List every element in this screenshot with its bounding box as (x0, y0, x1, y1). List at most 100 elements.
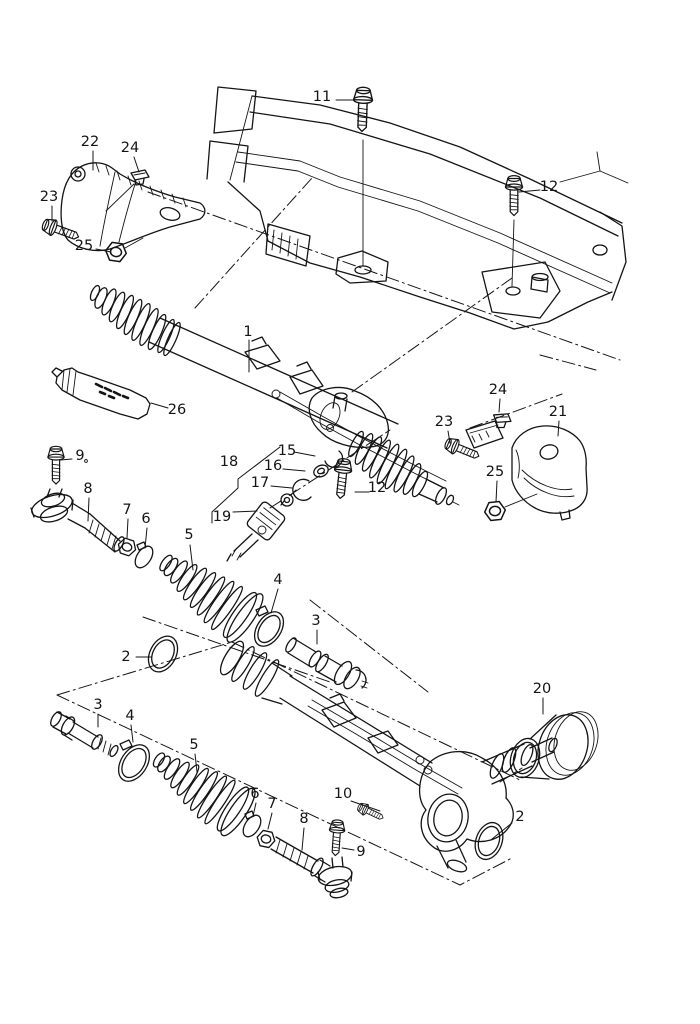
callout-leader-10-27 (350, 800, 381, 812)
callout-leader-15-9 (293, 451, 316, 457)
callout-leader-19-12 (232, 510, 258, 513)
mounting-bracket-22 (60, 162, 206, 252)
bolt-12-top (504, 175, 524, 217)
callout-label-3-29: 3 (93, 697, 102, 713)
callout-leader-2-28 (491, 822, 513, 840)
callout-label-21-16: 21 (549, 404, 567, 420)
callout-leader-6-32 (252, 802, 257, 817)
callout-leader-25-17 (495, 480, 498, 503)
callout-label-6-21: 6 (141, 511, 150, 527)
callout-label-22-2: 22 (81, 134, 99, 150)
callout-label-10-27: 10 (334, 786, 352, 802)
callout-leader-8-19 (87, 497, 90, 522)
tie-rod-end-8-upper (30, 488, 125, 553)
clamp-4-upper (253, 605, 285, 647)
callout-label-24-15: 24 (489, 382, 507, 398)
callout-label-9-35: 9 (356, 844, 365, 860)
callout-leader-24-15 (498, 398, 501, 413)
grease-tube-26 (51, 367, 151, 420)
callout-leader-16-10 (282, 468, 306, 472)
boot-5-upper (159, 554, 264, 643)
circlip-15 (324, 450, 344, 468)
callout-label-5-22: 5 (184, 527, 193, 543)
callout-leader-5-31 (194, 753, 198, 773)
clamp-6-upper (134, 541, 154, 569)
callout-leader-6-21 (144, 527, 148, 549)
callout-label-4-30: 4 (125, 708, 134, 724)
callout-leader-9-18 (59, 458, 73, 461)
callout-leader-8-34 (301, 827, 305, 851)
callout-leader-17-11 (270, 485, 293, 489)
tie-rod-end-8-lower (270, 836, 353, 899)
callout-label-3-25: 3 (311, 613, 320, 629)
nut-25-left (103, 237, 144, 264)
callout-leader-24-3 (133, 156, 140, 173)
callout-label-17-11: 17 (251, 475, 269, 491)
callout-label-24-3: 24 (121, 140, 139, 156)
callout-leader-26-7 (150, 402, 169, 409)
construction-lines (56, 177, 621, 886)
heat-shield-21 (511, 425, 588, 521)
steering-gear-assembly-1 (89, 284, 460, 506)
callout-label-2-24: 2 (121, 649, 130, 665)
callout-label-12-13: 12 (368, 480, 386, 496)
bolt-9-lower (327, 818, 346, 857)
oring-2-upper (147, 635, 179, 673)
callout-label-20-26: 20 (533, 681, 551, 697)
bolt-12-center (330, 457, 354, 500)
callout-leader-7-33 (267, 812, 273, 830)
inner-tie-rod-3-lower (50, 711, 119, 758)
bolt-9-upper (47, 445, 88, 485)
callout-label-18-8: 18 (220, 454, 238, 470)
bolt-11 (351, 86, 374, 133)
callout-label-23-4: 23 (40, 189, 58, 205)
callout-label-7-20: 7 (122, 502, 131, 518)
callout-label-4-23: 4 (273, 572, 282, 588)
pinion-valve-19 (226, 489, 297, 562)
nut-25-right (483, 493, 538, 522)
callout-leader-5-22 (189, 544, 194, 571)
callout-leader-4-30 (130, 724, 134, 743)
boot-5-lower (152, 752, 256, 837)
callout-leader-12-1 (518, 189, 541, 193)
callout-label-1-6: 1 (243, 324, 252, 340)
callout-label-26-7: 26 (168, 402, 186, 418)
nut-7-lower (254, 828, 278, 850)
callout-label-25-17: 25 (486, 464, 504, 480)
callout-label-6-32: 6 (250, 786, 259, 802)
callout-label-5-31: 5 (189, 737, 198, 753)
callout-label-15-9: 15 (278, 443, 296, 459)
callout-label-9-18: 9 (75, 448, 84, 464)
clamp-6-lower (242, 810, 262, 838)
callout-label-11-0: 11 (313, 89, 331, 105)
inner-tie-rod-3-upper (285, 637, 369, 690)
callout-label-8-19: 8 (83, 481, 92, 497)
clamp-4-lower (117, 739, 151, 782)
subframe-crossmember (206, 86, 629, 330)
bracket-plate-right (465, 420, 504, 449)
steering-gear-view-10 (219, 640, 558, 873)
callout-leader-7-20 (126, 518, 129, 539)
callout-label-12-1: 12 (540, 179, 558, 195)
bolt-23-right (442, 435, 483, 464)
callout-leader-4-23 (270, 588, 279, 614)
washer-16 (313, 464, 329, 478)
cap-20 (509, 711, 599, 780)
callout-label-25-5: 25 (75, 238, 93, 254)
callout-label-2-28: 2 (515, 809, 524, 825)
callout-label-16-10: 16 (264, 458, 282, 474)
callout-leader-18-8 (211, 446, 281, 524)
clip-24-left (105, 169, 150, 212)
callout-leader-21-16 (557, 420, 560, 437)
callout-label-19-12: 19 (213, 509, 231, 525)
callout-leader-9-35 (341, 847, 355, 851)
snap-ring-17 (292, 478, 312, 501)
callout-leader-25-5 (95, 248, 112, 253)
callout-label-8-34: 8 (299, 811, 308, 827)
callout-leader-23-14 (447, 430, 451, 444)
callout-label-7-33: 7 (267, 796, 276, 812)
oring-2-lower (474, 821, 504, 861)
